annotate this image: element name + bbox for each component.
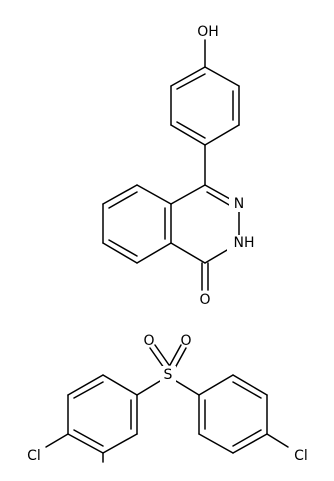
hydroxyl-label: OH xyxy=(197,24,219,40)
bond xyxy=(67,374,104,396)
bond xyxy=(170,124,206,146)
chlorine-right-label: Cl xyxy=(294,448,308,464)
sulfur-label: S xyxy=(164,367,173,383)
bond xyxy=(154,344,170,366)
bond xyxy=(232,429,262,447)
ring-nh-label: NH xyxy=(234,235,255,251)
bond xyxy=(108,239,138,257)
bond xyxy=(102,433,138,454)
bond xyxy=(169,344,182,366)
chlorine-left-label: Cl xyxy=(27,448,41,464)
bond xyxy=(102,374,138,396)
atom-background xyxy=(160,366,176,383)
bond xyxy=(198,374,234,396)
bond xyxy=(204,124,240,146)
bond xyxy=(149,347,165,369)
bond xyxy=(232,374,268,396)
bond xyxy=(176,73,206,90)
bond xyxy=(175,380,200,396)
bond xyxy=(73,429,104,447)
bond xyxy=(266,433,289,448)
bond xyxy=(170,66,206,87)
sulfonyl-oxygen-right-label: O xyxy=(180,333,191,349)
bond xyxy=(170,184,206,205)
atom-background xyxy=(229,196,249,212)
phthalazinone-molecule: OH N NH O xyxy=(102,24,255,308)
bond xyxy=(136,184,172,205)
bond xyxy=(67,433,104,454)
bond xyxy=(204,66,240,87)
dichlorodiphenyl-sulfone-molecule: O O S Cl Cl xyxy=(27,333,308,464)
bond xyxy=(174,347,187,369)
bond xyxy=(170,242,206,264)
bond xyxy=(198,433,234,454)
ring-nitrogen-label: N xyxy=(234,196,244,212)
sulfonyl-oxygen-left-label: O xyxy=(143,333,154,349)
bond xyxy=(176,121,206,139)
atom-background xyxy=(227,235,255,251)
bond xyxy=(102,242,138,264)
bond xyxy=(136,380,161,396)
bond xyxy=(232,381,262,399)
carbonyl-oxygen-label: O xyxy=(199,292,210,308)
bond xyxy=(136,242,172,264)
bond xyxy=(73,381,104,399)
bond xyxy=(45,433,69,448)
bond xyxy=(102,184,138,205)
bond xyxy=(108,191,138,209)
bond xyxy=(232,433,268,454)
